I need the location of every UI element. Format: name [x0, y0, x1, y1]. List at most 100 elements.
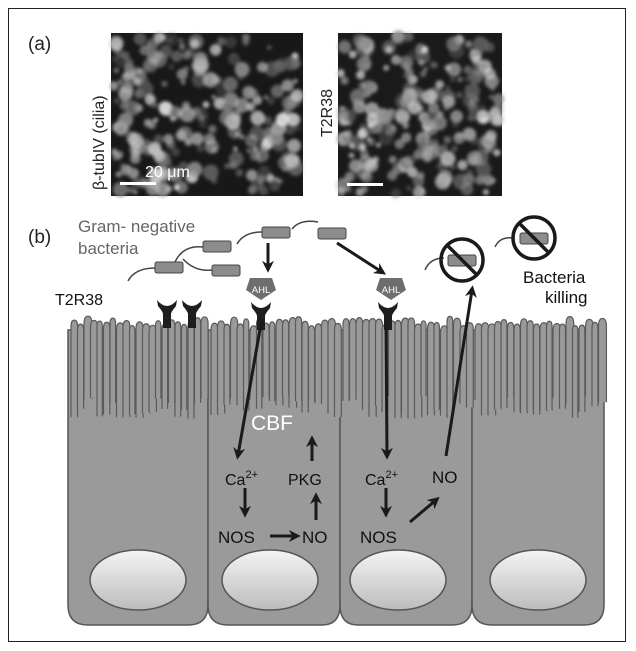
cilium	[558, 323, 567, 409]
fluorescence-speck	[390, 188, 402, 199]
fluorescence-speck	[120, 92, 131, 102]
fluorescence-speck	[173, 184, 180, 191]
fluorescence-speck	[406, 185, 412, 191]
cilium	[167, 319, 176, 404]
t2r38-receptor-icon	[251, 302, 271, 330]
fluorescence-speck	[177, 126, 193, 142]
fluorescence-speck	[263, 115, 273, 125]
cilium	[526, 320, 534, 411]
fluorescence-speck	[465, 169, 474, 178]
arrow-receptor-to-ca-cell3	[380, 317, 393, 460]
cbf-label: CBF	[251, 412, 293, 435]
fluorescence-speck	[489, 110, 495, 116]
fluorescence-speck	[492, 93, 505, 105]
fluorescence-speck	[385, 45, 393, 54]
pkg-label: PKG	[288, 472, 322, 489]
bacteria-label-line1: Gram- negative	[78, 217, 195, 236]
scale-bar	[120, 182, 156, 185]
fluorescence-speck	[278, 155, 294, 171]
fluorescence-speck	[409, 75, 418, 84]
fluorescence-speck	[242, 85, 256, 99]
fluorescence-speck	[137, 68, 143, 75]
nucleus-1	[89, 549, 187, 611]
fluorescence-speck	[235, 168, 244, 177]
fluorescence-speck	[445, 85, 451, 90]
fluorescence-speck	[337, 40, 352, 54]
bacterium	[154, 261, 184, 274]
fluorescence-speck	[246, 169, 258, 181]
fluorescence-speck	[367, 138, 375, 146]
fluorescence-speck	[146, 182, 160, 196]
fluorescence-speck	[137, 81, 154, 97]
fluorescence-speck	[457, 76, 463, 83]
cilium	[532, 323, 541, 415]
fluorescence-speck	[391, 54, 402, 65]
cilium	[174, 321, 182, 417]
fluorescence-speck	[197, 36, 203, 42]
fluorescence-speck	[420, 188, 425, 193]
fluorescence-speck	[190, 39, 200, 49]
ahl-ligand-2: AHL	[376, 278, 406, 300]
cilium	[597, 317, 608, 403]
fluorescence-speck	[389, 124, 394, 129]
fluorescence-speck	[476, 109, 491, 125]
fluorescence-speck	[484, 73, 499, 89]
fluorescence-speck	[217, 37, 227, 46]
cilium	[407, 317, 416, 419]
fluorescence-speck	[116, 125, 125, 134]
fluorescence-speck	[365, 126, 374, 136]
fluorescence-speck	[142, 144, 154, 156]
ahl-label: AHL	[252, 285, 270, 296]
fluorescence-speck	[275, 112, 290, 127]
fluorescence-speck	[251, 177, 265, 191]
fluorescence-speck	[227, 53, 240, 66]
fluorescence-speck	[450, 164, 456, 170]
fluorescence-speck	[112, 181, 129, 197]
fluorescence-speck	[178, 161, 189, 173]
fluorescence-speck	[239, 134, 245, 140]
fluorescence-speck	[167, 37, 173, 43]
fluorescence-speck	[187, 161, 203, 177]
cilium	[223, 323, 231, 405]
t2r38-receptors	[157, 300, 398, 330]
micrograph-t2r38	[335, 30, 505, 199]
nos-label-cell2: NOS	[218, 528, 255, 547]
fluorescence-speck	[463, 128, 477, 141]
fluorescence-speck	[273, 60, 286, 73]
fluorescence-speck	[383, 64, 390, 71]
scale-bar-label: 20 μm	[145, 164, 190, 181]
fluorescence-speck	[277, 178, 283, 184]
fluorescence-speck	[162, 159, 173, 170]
cilium	[465, 322, 474, 408]
fluorescence-speck	[132, 77, 142, 86]
fluorescence-speck	[124, 83, 132, 91]
fluorescence-speck	[463, 65, 473, 75]
fluorescence-speck	[176, 68, 188, 80]
cilium	[236, 323, 245, 406]
fluorescence-speck	[109, 81, 120, 92]
cilium	[348, 318, 357, 400]
fluorescence-speck	[115, 150, 124, 159]
fluorescence-speck	[124, 100, 141, 116]
fluorescence-speck	[269, 181, 281, 192]
fluorescence-speck	[208, 124, 217, 134]
fluorescence-speck	[450, 110, 464, 123]
ca-label-cell3: Ca2+	[365, 469, 398, 489]
fluorescence-speck	[169, 106, 180, 117]
fluorescence-speck	[336, 69, 345, 78]
arrow-no-to-bacteria	[444, 285, 477, 457]
fluorescence-speck	[224, 163, 231, 170]
fluorescence-speck	[113, 98, 120, 104]
fluorescence-speck	[178, 37, 185, 44]
fluorescence-speck	[457, 159, 468, 171]
arrow-receptor-to-ca-cell2	[233, 317, 264, 460]
fluorescence-speck	[161, 80, 168, 87]
cilium	[161, 323, 169, 409]
fluorescence-speck	[490, 112, 504, 127]
fluorescence-speck	[214, 45, 222, 53]
fluorescence-speck	[482, 174, 495, 186]
fluorescence-speck	[475, 175, 485, 185]
fluorescence-speck	[443, 135, 452, 144]
arrow-nos-to-no-cell3	[409, 496, 440, 524]
